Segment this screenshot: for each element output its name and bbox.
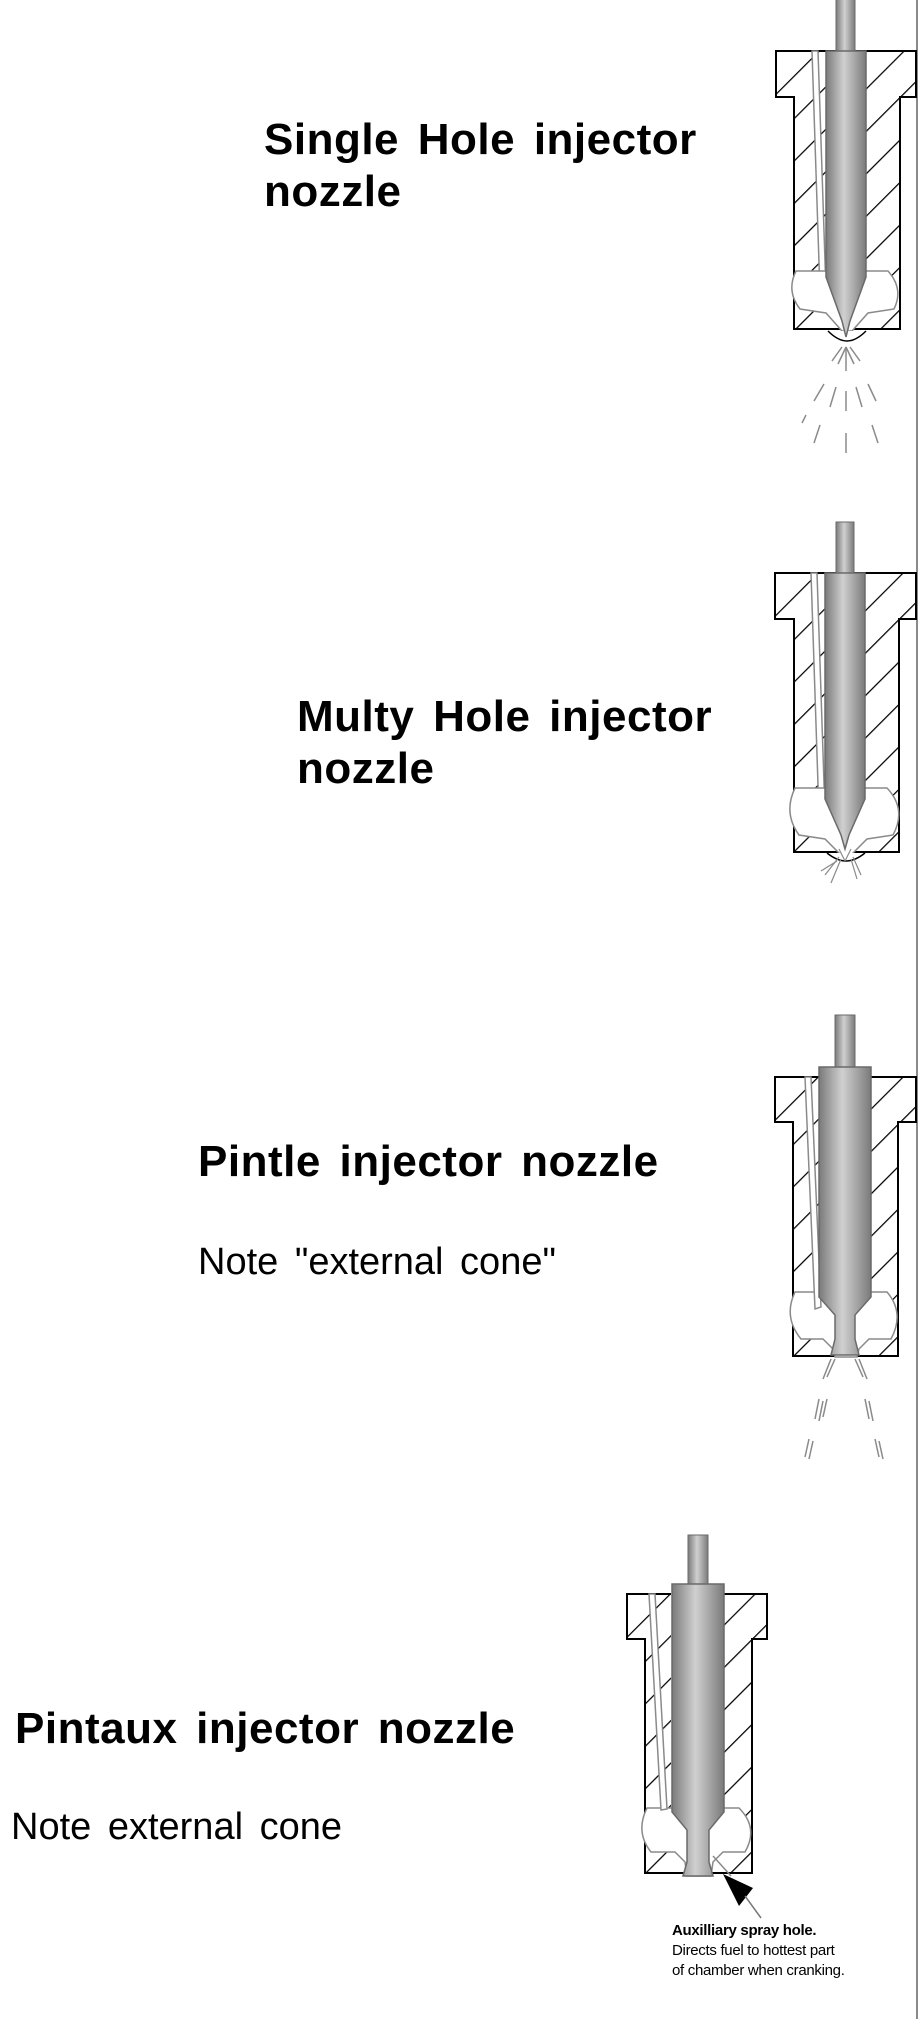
multi-hole-title: Multy Hole injector nozzle xyxy=(297,691,712,795)
callout-heading: Auxilliary spray hole. xyxy=(672,1922,817,1939)
needle-valve-icon xyxy=(671,1534,725,1877)
title-line: Single Hole injector xyxy=(264,115,697,164)
title-line: nozzle xyxy=(297,744,435,793)
pintaux-note: Note external cone xyxy=(11,1806,342,1848)
spray-pattern-icon xyxy=(820,848,862,884)
title-line: Pintle injector nozzle xyxy=(198,1137,659,1186)
pintaux-nozzle-diagram xyxy=(626,1534,768,1919)
spray-pattern-icon xyxy=(801,346,879,453)
multi-hole-nozzle-diagram xyxy=(774,521,917,884)
spray-pattern-icon xyxy=(804,1358,884,1460)
callout-line: Directs fuel to hottest part xyxy=(672,1942,835,1959)
callout-line: of chamber when cranking. xyxy=(672,1962,845,1979)
title-line: Multy Hole injector xyxy=(297,692,713,741)
pintle-nozzle-diagram xyxy=(774,1014,917,1460)
auxiliary-hole-callout: Auxilliary spray hole. Directs fuel to h… xyxy=(672,1921,845,1981)
title-line: nozzle xyxy=(264,167,402,216)
title-line: Pintaux injector nozzle xyxy=(15,1704,516,1753)
needle-valve-icon xyxy=(825,0,867,338)
pintle-title: Pintle injector nozzle xyxy=(198,1136,659,1188)
needle-valve-icon xyxy=(824,521,866,852)
needle-valve-icon xyxy=(818,1014,872,1356)
pintle-note: Note "external cone" xyxy=(198,1241,556,1283)
right-edge-divider xyxy=(916,0,918,2019)
pintaux-title: Pintaux injector nozzle xyxy=(15,1703,515,1755)
single-hole-title: Single Hole injector nozzle xyxy=(264,114,697,218)
single-hole-nozzle-diagram xyxy=(775,0,917,453)
callout-arrow-icon xyxy=(723,1874,762,1919)
